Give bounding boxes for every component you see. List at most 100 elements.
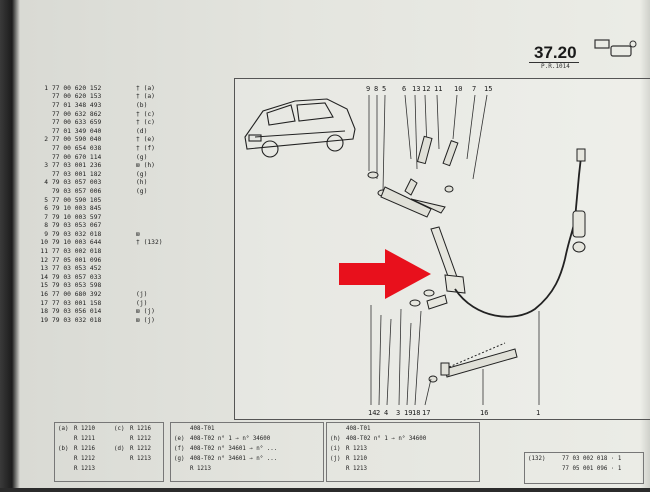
part-row: 77 00 654 038† (f): [34, 144, 234, 153]
part-idx: 12: [40, 256, 48, 264]
part-ref: 79 03 032 018: [52, 316, 102, 324]
part-note: ⊠ (j): [136, 308, 155, 316]
part-ref: 79 03 053 067: [52, 222, 102, 230]
red-arrow-icon: [339, 249, 431, 299]
part-note: (g): [136, 187, 148, 195]
legend-series: 408-T01: [346, 426, 371, 432]
legend-series: R 1213: [346, 466, 367, 472]
legend-series: R 1213: [346, 446, 367, 452]
legend-model: R 1210: [74, 426, 95, 432]
part-note: ⊠: [136, 230, 140, 238]
legend-code: (h): [330, 436, 341, 442]
lever-assembly: [367, 135, 459, 218]
part-ref: 77 01 348 493: [52, 101, 102, 109]
callout-label: 3: [396, 409, 400, 417]
callout-label: 4: [384, 409, 388, 417]
legend-series: 408-T02 n° 1 → n° 34600: [346, 436, 427, 442]
note-ref: (132): [528, 456, 546, 462]
legend-model: R 1213: [130, 456, 151, 462]
part-row: 10 79 10 003 644 † (132): [34, 239, 234, 248]
part-row: 77 00 632 862† (c): [34, 110, 234, 119]
part-row: 77 00 670 114(g): [34, 153, 234, 162]
callout-label: 5: [382, 85, 386, 93]
part-note: ⊠ (h): [136, 162, 155, 170]
part-ref: 77 00 633 659: [52, 119, 102, 127]
header-divider: [529, 62, 579, 63]
part-idx: 14: [40, 273, 48, 281]
part-row: 77 00 633 659 † (c): [34, 118, 234, 127]
note-line: 77 05 001 096 · 1: [562, 466, 622, 472]
part-note: (g): [136, 170, 148, 178]
part-ref: 77 00 590 105: [52, 196, 102, 204]
part-idx: 10: [40, 239, 48, 247]
callout-label: 1: [536, 409, 540, 417]
callout-label: 18: [412, 409, 420, 417]
part-idx: 11: [40, 248, 48, 256]
callout-label: 15: [484, 85, 492, 93]
part-note: (h): [136, 179, 148, 187]
part-idx: 2: [44, 136, 48, 144]
header-cable-thumbnail: [594, 39, 637, 57]
part-note: (b): [136, 101, 148, 109]
legend-model: R 1212: [130, 446, 151, 452]
callout-label: 7: [472, 85, 476, 93]
cable-end-fitting: [572, 148, 586, 253]
part-ref: 77 03 053 452: [52, 265, 102, 273]
part-note: † (c): [136, 110, 155, 118]
legend-table-models: [54, 422, 164, 482]
part-row: 14 79 03 057 033: [34, 273, 234, 282]
part-note: † (a): [136, 93, 155, 101]
callout-label: 6: [402, 85, 406, 93]
part-idx: 18: [40, 308, 48, 316]
part-ref: 77 01 349 040: [52, 127, 102, 135]
part-note: (g): [136, 153, 148, 161]
part-idx: 15: [40, 282, 48, 290]
legend-series: 408-T02 n° 34601 → n° ...: [190, 456, 278, 462]
part-idx: 19: [40, 316, 48, 324]
part-note: (d): [136, 127, 148, 135]
note-line: 77 03 002 018 · 1: [562, 456, 622, 462]
legend-model: R 1212: [130, 436, 151, 442]
part-idx: 7: [44, 213, 48, 221]
gear-cable: [454, 156, 582, 318]
part-row: 77 03 001 182 (g): [34, 170, 234, 179]
part-row: 77 01 348 493 (b): [34, 101, 234, 110]
part-note: † (c): [136, 119, 155, 127]
legend-series: 408-T01: [190, 426, 215, 432]
callout-label: 8: [374, 85, 378, 93]
mounting-bracket: [428, 342, 518, 383]
part-ref: 79 03 057 006: [52, 187, 102, 195]
page-subtitle: P.R.1014: [541, 63, 570, 70]
part-note: † (132): [136, 239, 163, 247]
part-ref: 79 03 056 014: [52, 308, 102, 316]
callout-label: 12: [422, 85, 430, 93]
part-note: † (e): [136, 136, 155, 144]
part-ref: 79 03 053 598: [52, 282, 102, 290]
part-idx: 1: [44, 84, 48, 92]
part-ref: 79 10 003 644: [52, 239, 102, 247]
part-ref: 77 03 001 182: [52, 170, 102, 178]
callout-label: 9: [366, 85, 370, 93]
part-ref: 79 03 032 018: [52, 230, 102, 238]
legend-series: R 1210: [346, 456, 367, 462]
legend-code: (c): [114, 426, 125, 432]
part-ref: 79 10 003 845: [52, 205, 102, 213]
legend-table-series: [170, 422, 324, 482]
part-idx: 8: [44, 222, 48, 230]
part-ref: 79 03 057 033: [52, 273, 102, 281]
legend-model: R 1211: [74, 436, 95, 442]
legend-model: R 1216: [74, 446, 95, 452]
part-note: (j): [136, 299, 148, 307]
